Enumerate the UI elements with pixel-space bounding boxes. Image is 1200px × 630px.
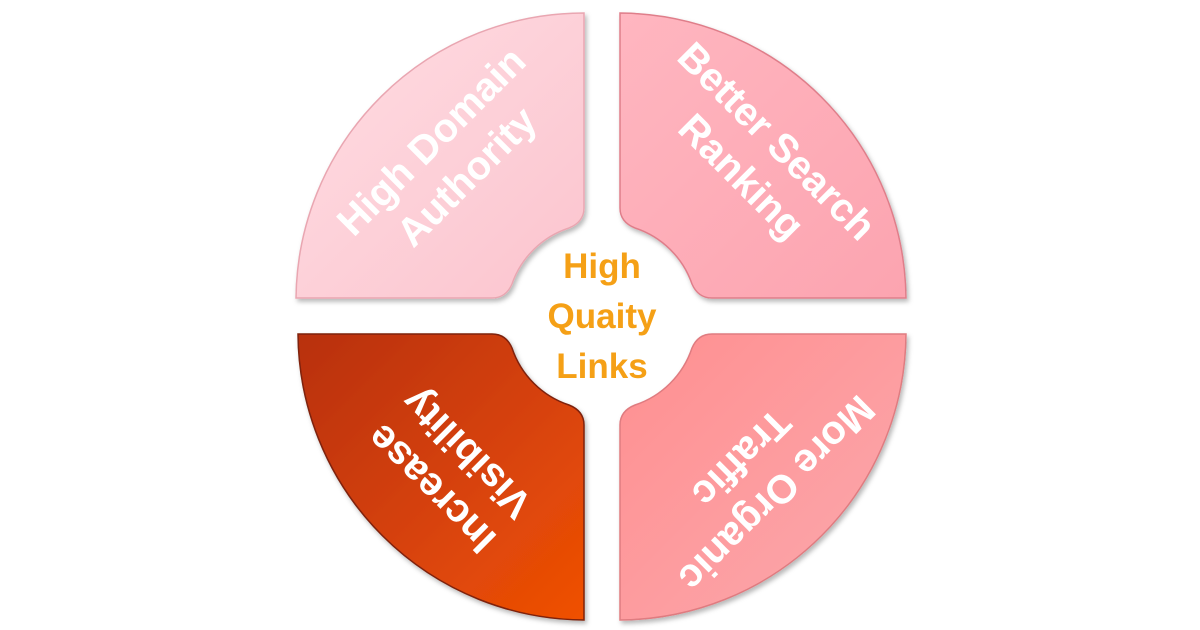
center-label-line: High (563, 247, 641, 286)
center-label-line: Quaity (548, 297, 657, 336)
segment-shape (297, 333, 585, 621)
segment-shape (619, 12, 907, 299)
segment-shape (619, 333, 907, 621)
segment-top-right: Better Search Ranking (619, 12, 907, 299)
segment-shape (295, 12, 585, 299)
segment-bottom-left: Increase Visibility (297, 333, 585, 621)
center-label-line: Links (556, 347, 647, 386)
center-label: High Quaity Links (548, 247, 657, 386)
segment-bottom-right: More Organic Traffic (619, 333, 907, 621)
segment-top-left: High Domain Authority (295, 12, 585, 299)
